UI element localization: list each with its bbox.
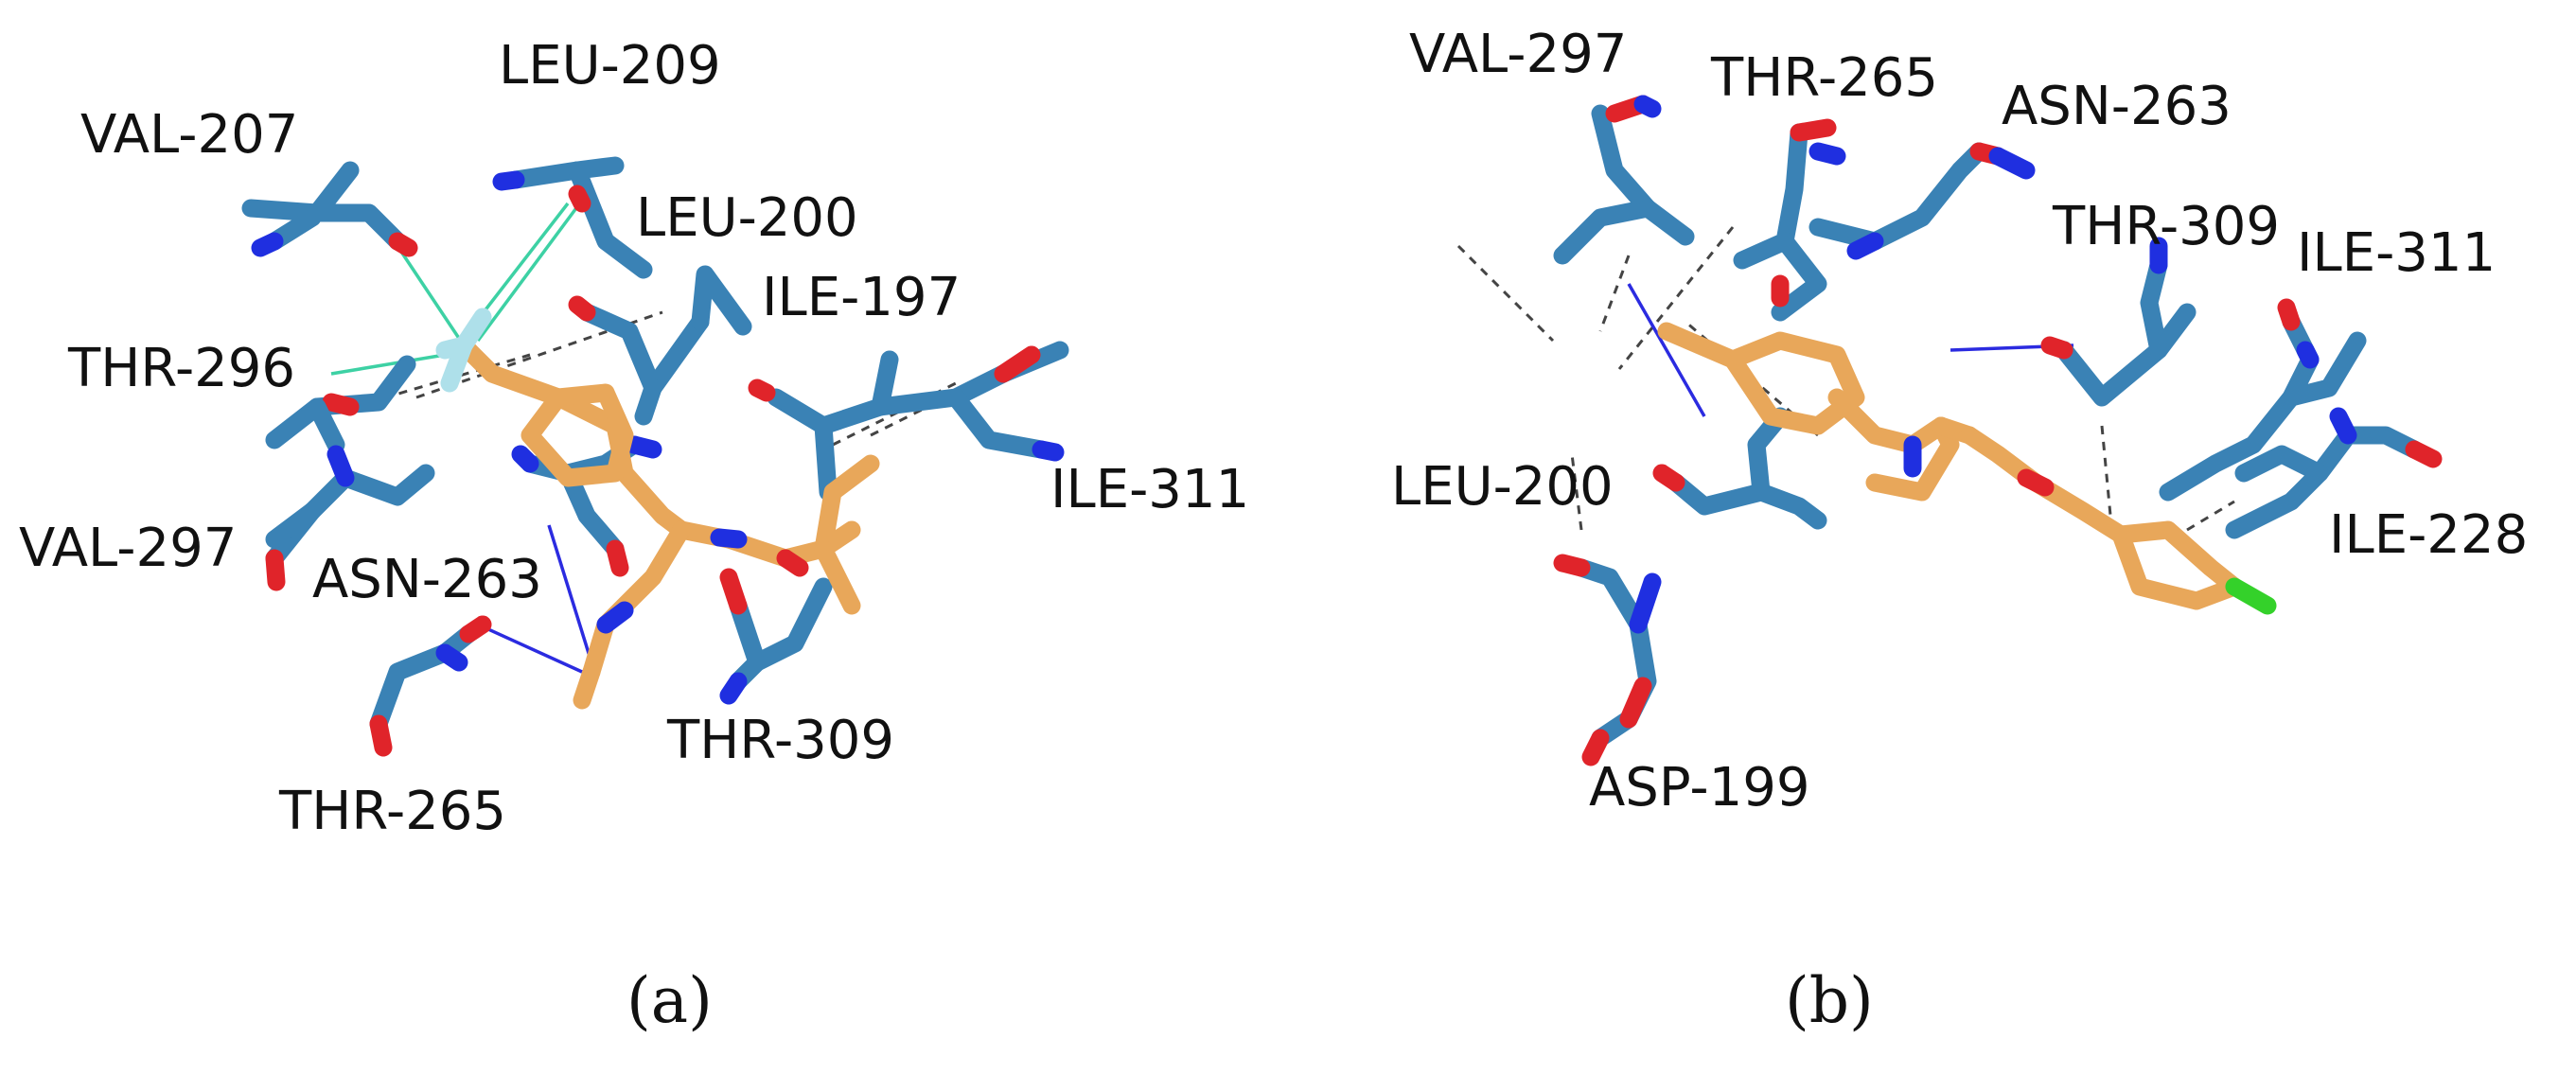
residue-val207 xyxy=(241,161,418,257)
residue-label: ILE-197 xyxy=(762,267,962,328)
panel-b: VAL-297 THR-265 ASN-263 THR-309 ILE-311 … xyxy=(1288,0,2576,1074)
residue-ile311-b xyxy=(2159,298,2367,502)
residue-label: LEU-200 xyxy=(1391,456,1614,518)
docking-pose-b xyxy=(1456,95,2443,766)
residue-label: THR-265 xyxy=(279,781,507,842)
residue-label: ILE-228 xyxy=(2329,504,2529,566)
panel-caption: (a) xyxy=(626,964,713,1037)
panel-a: LEU-209 VAL-207 LEU-200 ILE-197 THR-296 … xyxy=(19,35,1250,1037)
residue-val297-b xyxy=(1553,95,1695,265)
residue-label: VAL-297 xyxy=(19,518,238,579)
residue-label: ILE-311 xyxy=(2297,222,2497,284)
residue-label: VAL-207 xyxy=(80,104,299,166)
residue-leu209 xyxy=(492,156,653,279)
residue-label: THR-309 xyxy=(2053,196,2281,257)
residue-label: ILE-311 xyxy=(1050,459,1250,520)
residue-ile197 xyxy=(748,341,1069,502)
residue-thr309-b xyxy=(2040,237,2197,407)
residue-leu200-b xyxy=(1652,407,1827,530)
residue-label: LEU-209 xyxy=(499,35,721,97)
residue-ile228-b xyxy=(2225,407,2443,539)
residue-label: ASP-199 xyxy=(1589,757,1810,819)
residue-asp199-b xyxy=(1553,554,1662,766)
residue-label: VAL-297 xyxy=(1409,24,1628,85)
hbonds-a xyxy=(477,524,593,674)
residue-thr265 xyxy=(369,615,492,757)
panel-caption: (b) xyxy=(1785,964,1874,1037)
residue-label: ASN-263 xyxy=(312,549,542,610)
residue-label: THR-309 xyxy=(667,710,895,771)
residues-a xyxy=(241,156,1069,757)
residue-label: THR-296 xyxy=(68,338,296,399)
residue-leu200 xyxy=(568,265,752,426)
residue-label: LEU-200 xyxy=(636,187,858,249)
residue-label: THR-265 xyxy=(1711,47,1939,109)
residue-asn263-b xyxy=(1808,142,2036,260)
residue-thr309 xyxy=(719,568,833,705)
residues-b xyxy=(1553,95,2443,766)
docking-pose-a xyxy=(241,156,1069,757)
residue-thr265-b xyxy=(1733,118,1846,322)
ligand-a xyxy=(435,308,880,710)
residue-val297 xyxy=(265,445,435,591)
ligand-b xyxy=(1657,322,2277,615)
residue-thr296 xyxy=(265,355,416,454)
residue-label: ASN-263 xyxy=(2002,76,2232,137)
